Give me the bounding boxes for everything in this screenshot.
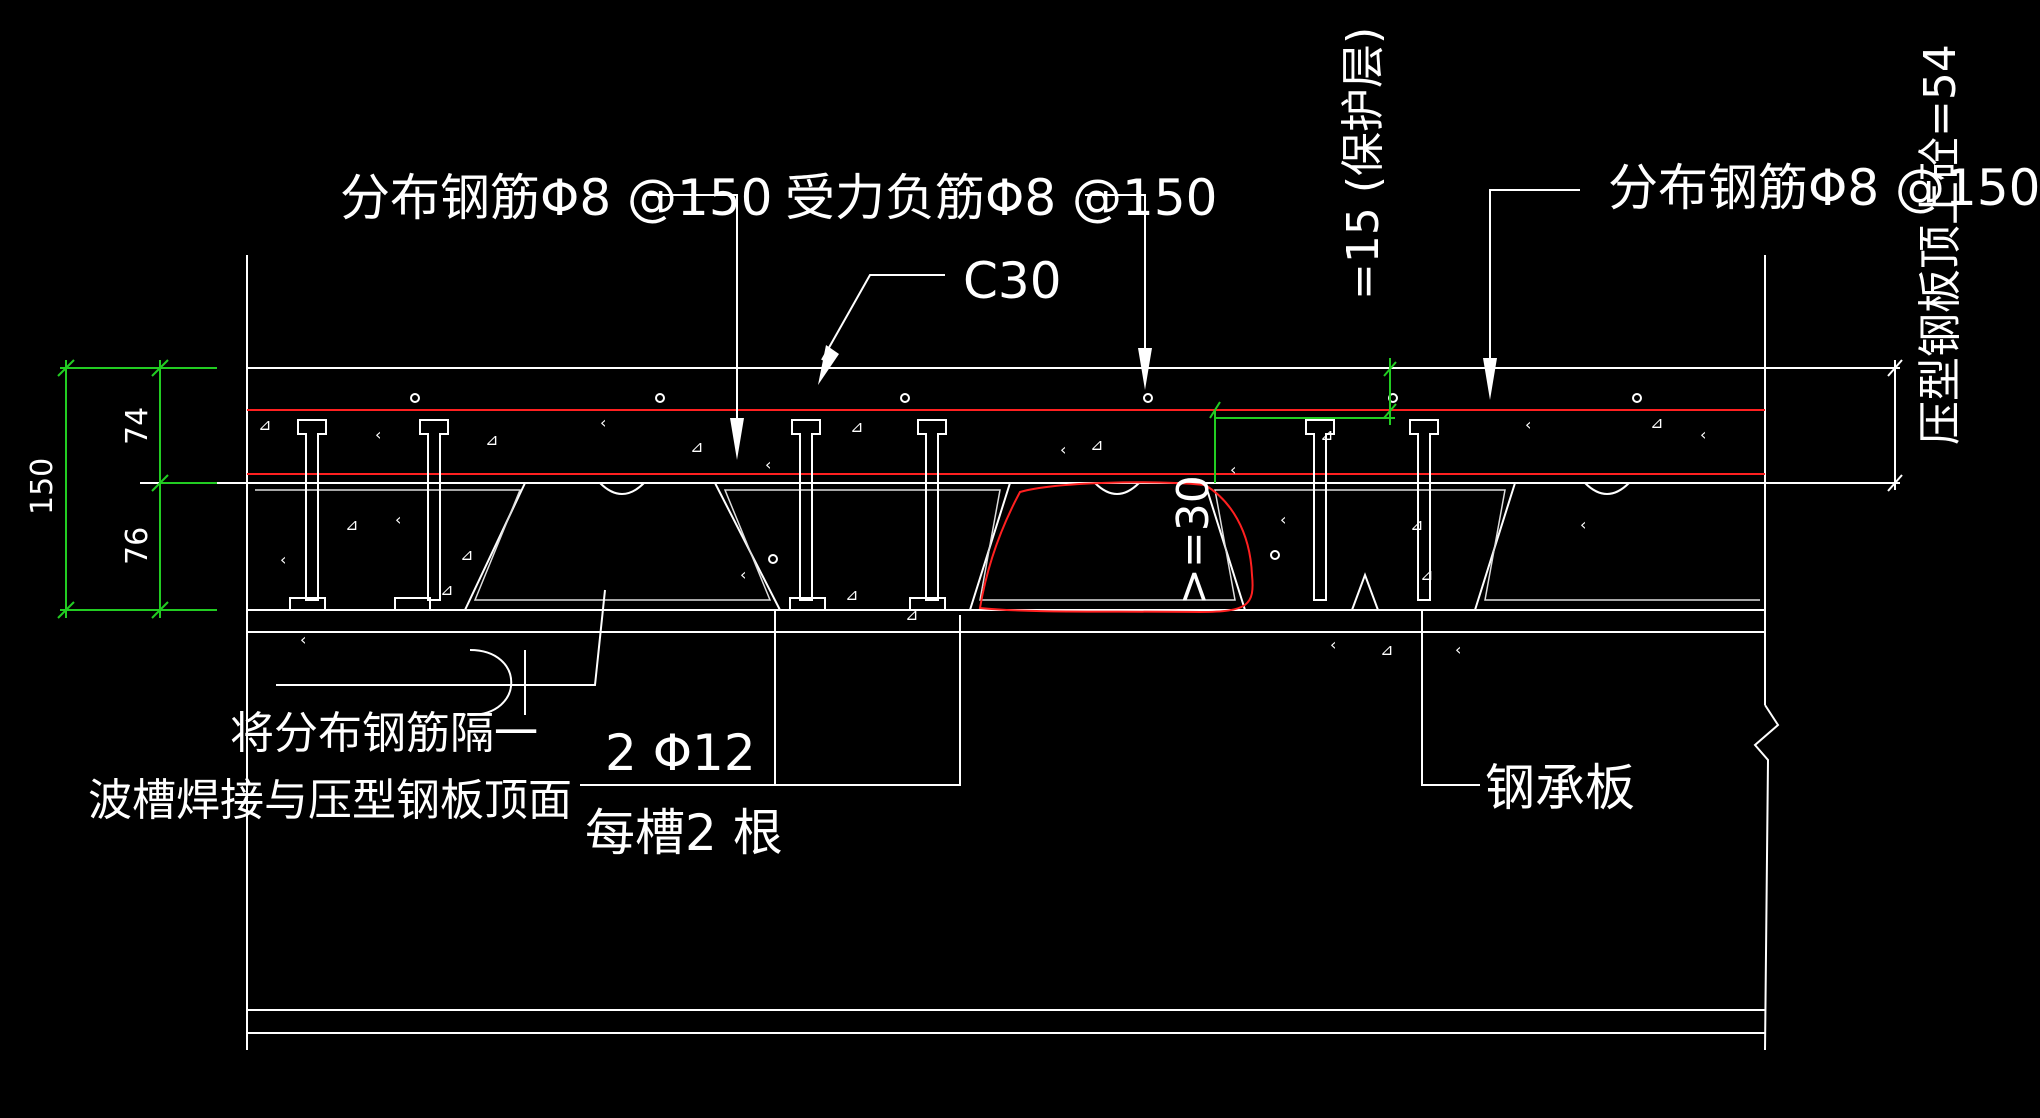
svg-text:‹: ‹	[740, 565, 746, 584]
svg-text:⊿: ⊿	[1420, 565, 1433, 584]
truss-rebars	[297, 419, 1439, 601]
steel-deck-label: 钢承板	[1485, 759, 1635, 817]
svg-text:⊿: ⊿	[485, 430, 498, 449]
svg-text:‹: ‹	[1330, 635, 1336, 654]
svg-text:⊿: ⊿	[1320, 425, 1333, 444]
dist-rebar-right-label: 分布钢筋Φ8 @150	[1608, 159, 2040, 217]
weld-note-line2: 波槽焊接与压型钢板顶面	[88, 775, 572, 826]
deck-rib-2	[1094, 482, 1140, 495]
svg-text:‹: ‹	[375, 425, 381, 444]
dist-rebar-left-label: 分布钢筋Φ8 @150	[340, 169, 773, 227]
neg-rebar-label: 受力负筋Φ8 @150	[785, 169, 1218, 227]
deck-rib-3	[1584, 482, 1630, 495]
weld-note-line1: 将分布钢筋隔一	[230, 708, 538, 759]
svg-text:‹: ‹	[765, 455, 771, 474]
svg-text:‹: ‹	[1455, 640, 1461, 659]
svg-text:⊿: ⊿	[460, 545, 473, 564]
concrete-grade-label: C30	[963, 252, 1062, 310]
svg-text:‹: ‹	[1280, 510, 1286, 529]
deck-rib-1	[599, 482, 645, 495]
svg-text:⊿: ⊿	[845, 585, 858, 604]
dimension-lines-left	[57, 359, 217, 619]
svg-text:⊿: ⊿	[440, 580, 453, 599]
svg-text:‹: ‹	[1700, 425, 1706, 444]
svg-text:⊿: ⊿	[905, 605, 918, 624]
rebar-dots	[410, 393, 1642, 564]
svg-text:‹: ‹	[1525, 415, 1531, 434]
svg-text:⊿: ⊿	[1090, 435, 1103, 454]
leader-lines	[276, 189, 1580, 786]
deck-inner-edge	[255, 489, 1760, 601]
min-depth-label: >=30	[1168, 475, 1219, 605]
bottom-bars	[289, 597, 946, 611]
svg-text:⊿: ⊿	[1650, 413, 1663, 432]
highlight-trough	[978, 481, 1254, 614]
svg-text:⊿: ⊿	[258, 415, 271, 434]
dim-lower-label: 76	[120, 527, 155, 565]
dimension-right	[1887, 359, 1903, 492]
svg-text:⊿: ⊿	[1410, 515, 1423, 534]
svg-text:⊿: ⊿	[690, 437, 703, 456]
svg-text:‹: ‹	[600, 413, 606, 432]
svg-text:‹: ‹	[1230, 460, 1236, 479]
profiled-steel-deck	[247, 482, 1765, 611]
svg-text:‹: ‹	[1580, 515, 1586, 534]
concrete-hatching: ⊿ ‹ ⊿ ‹ ⊿ ‹ ⊿ ‹ ⊿ ‹ ⊿ ‹ ⊿ ‹ ⊿ ‹ ⊿ ‹ ⊿ ‹ ⊿ ‹ ⊿ ‹ ⊿ ‹ ⊿ ‹ ⊿ ‹	[258, 413, 1706, 659]
break-symbol	[1753, 704, 1780, 1051]
dim-upper-label: 74	[120, 407, 155, 445]
svg-text:⊿: ⊿	[345, 515, 358, 534]
top-concrete-label: 压型钢板顶上砼=54	[1915, 44, 1966, 445]
svg-text:‹: ‹	[1060, 440, 1066, 459]
svg-text:⊿: ⊿	[850, 417, 863, 436]
svg-text:⊿: ⊿	[1380, 640, 1393, 659]
per-trough-label: 每槽2 根	[585, 804, 783, 862]
bottom-rebar-label: 2 Φ12	[605, 724, 756, 782]
dim-total-label: 150	[25, 458, 60, 515]
svg-text:‹: ‹	[395, 510, 401, 529]
dimension-lines-middle	[1209, 358, 1397, 483]
leader-arrowheads	[730, 345, 1497, 460]
cover-label: =15 (保护层)	[1338, 27, 1389, 300]
svg-text:‹: ‹	[300, 630, 306, 649]
weld-symbol	[469, 649, 540, 716]
svg-text:‹: ‹	[280, 550, 286, 569]
deck-bottom-rib	[1351, 572, 1379, 611]
